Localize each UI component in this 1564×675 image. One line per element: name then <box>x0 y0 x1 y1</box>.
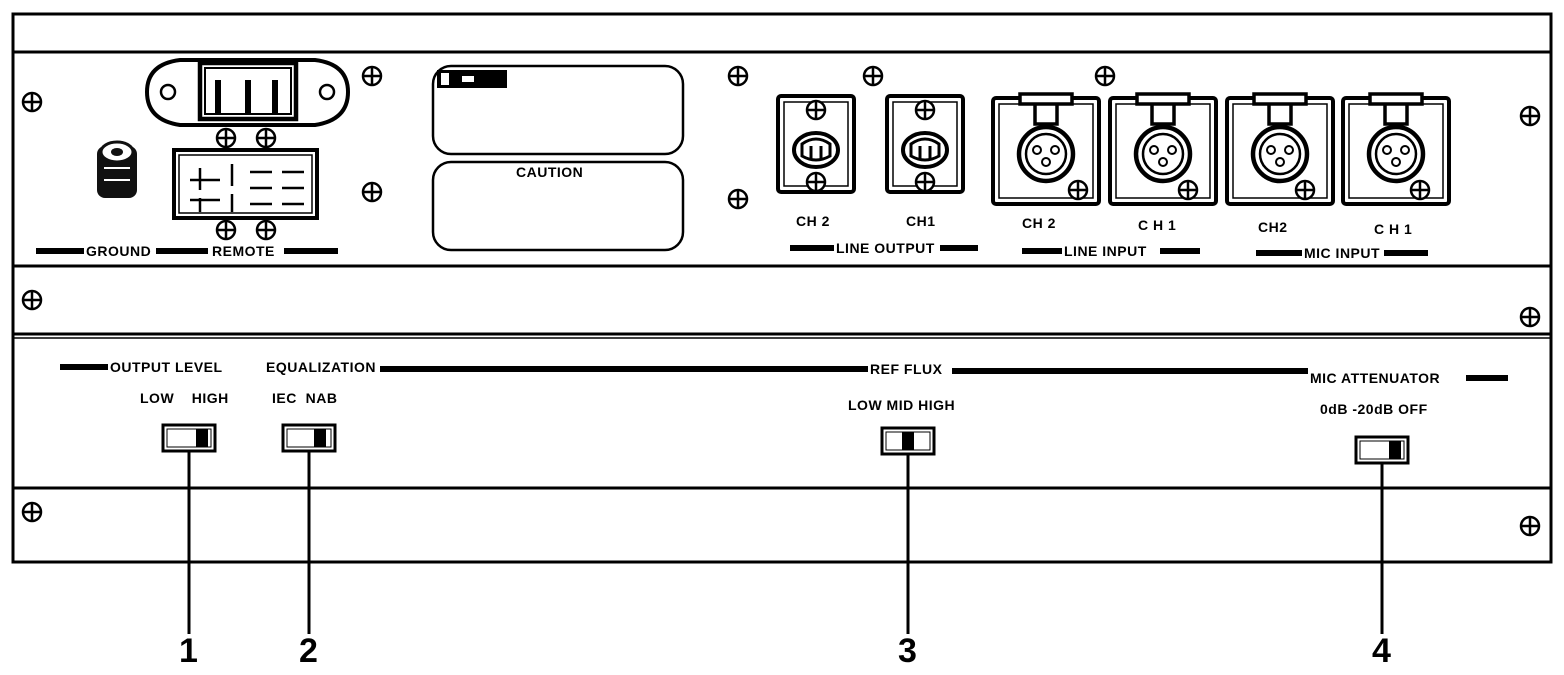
equalization-options: IEC NAB <box>272 390 338 406</box>
ref-flux-options: LOW MID HIGH <box>848 397 956 413</box>
output-level-switch[interactable] <box>161 423 217 453</box>
ref-flux-switch[interactable] <box>880 426 936 456</box>
line-input-ch2-label: CH 2 <box>1022 215 1056 231</box>
mic-input-ch1-label: C H 1 <box>1374 221 1413 237</box>
ac-inlet-icon <box>144 58 351 127</box>
equalization-title: EQUALIZATION <box>266 359 376 375</box>
mic-input-group-label: MIC INPUT <box>1304 245 1381 261</box>
callout-1: 1 <box>179 632 198 670</box>
ref-flux-title: REF FLUX <box>870 361 943 377</box>
ground-label: GROUND <box>86 243 152 259</box>
line-input-group-label: LINE INPUT <box>1064 243 1147 259</box>
mic-attenuator-switch[interactable] <box>1354 435 1410 465</box>
output-level-title: OUTPUT LEVEL <box>110 359 223 375</box>
equalization-switch[interactable] <box>281 423 337 453</box>
line-output-ch1-label: CH1 <box>906 213 936 229</box>
output-level-options: LOW HIGH <box>140 390 229 406</box>
caution-plate <box>431 160 685 252</box>
line-input-ch2-connector-icon <box>993 94 1099 204</box>
callout-4: 4 <box>1372 632 1391 670</box>
line-output-ch2-label: CH 2 <box>796 213 830 229</box>
ground-terminal-icon <box>97 140 137 198</box>
remote-label: REMOTE <box>212 243 275 259</box>
line-input-ch1-connector-icon <box>1110 94 1216 204</box>
mic-attenuator-title: MIC ATTENUATOR <box>1310 370 1441 386</box>
label-plate <box>431 64 685 156</box>
callout-3: 3 <box>898 632 917 670</box>
mic-attenuator-options: 0dB -20dB OFF <box>1320 401 1428 417</box>
mic-input-ch2-label: CH2 <box>1258 219 1288 235</box>
callout-2: 2 <box>299 632 318 670</box>
caution-label: CAUTION <box>516 164 584 180</box>
mic-input-ch1-connector-icon <box>1343 94 1449 204</box>
line-input-ch1-label: C H 1 <box>1138 217 1177 233</box>
line-output-ch1-connector-icon <box>885 94 965 194</box>
mic-input-ch2-connector-icon <box>1227 94 1333 204</box>
line-output-ch2-connector-icon <box>776 94 856 194</box>
line-output-group-label: LINE OUTPUT <box>836 240 935 256</box>
remote-connector-icon <box>172 148 319 220</box>
